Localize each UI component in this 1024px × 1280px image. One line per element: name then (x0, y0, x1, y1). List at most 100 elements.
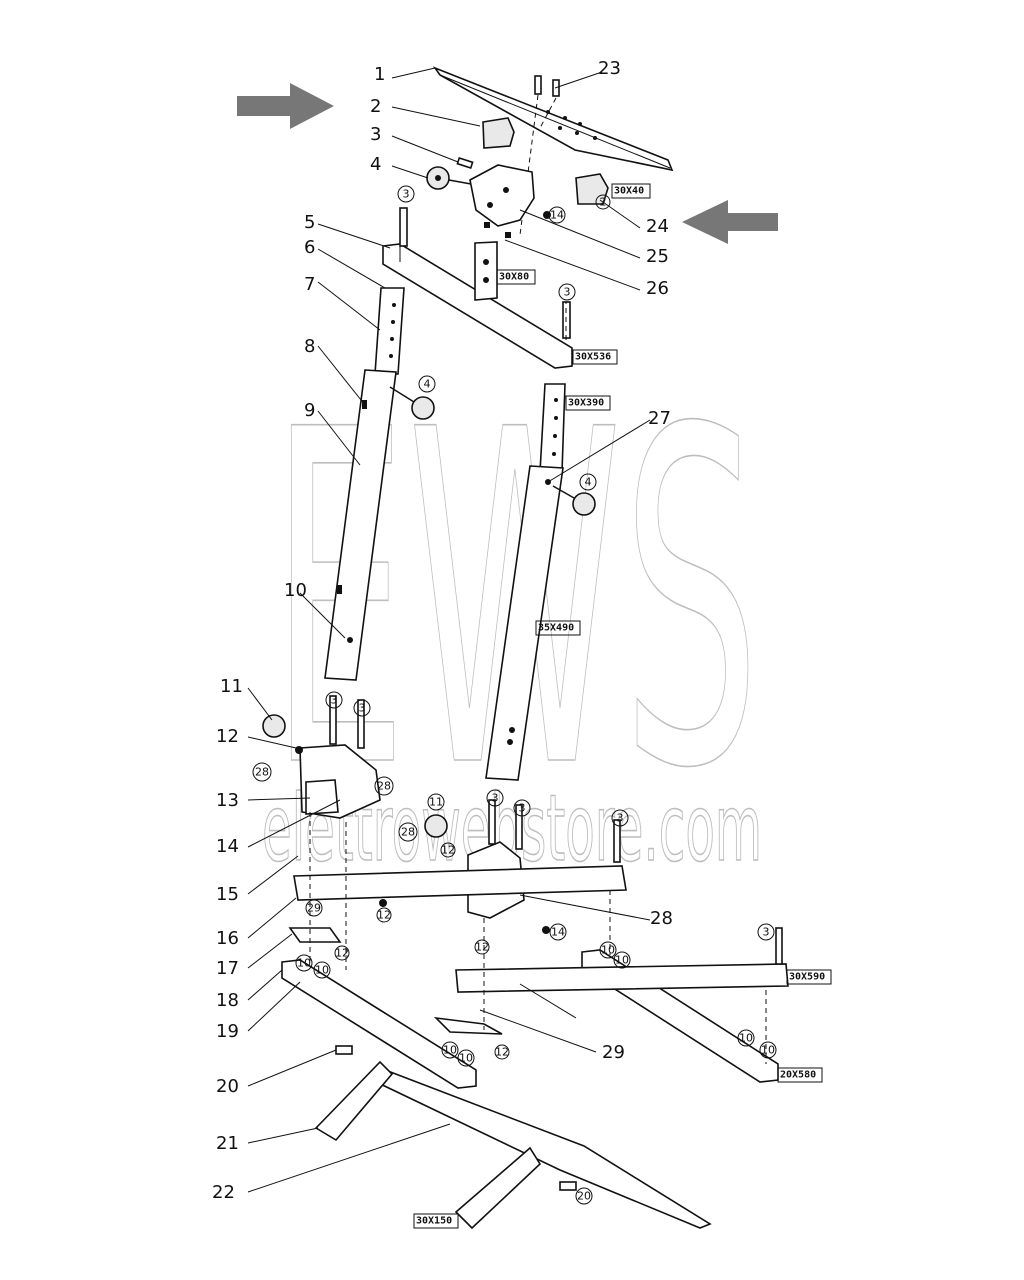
part-label-9: 9 (304, 400, 315, 421)
dimension-box: 30X80 (496, 269, 536, 285)
svg-text:14: 14 (550, 209, 564, 222)
part-label-27: 27 (648, 408, 671, 429)
circled-callout: 2 (595, 194, 611, 210)
part-label-22: 22 (212, 1182, 235, 1203)
foot-plate (433, 1016, 503, 1035)
dimension-box: 30X390 (565, 395, 611, 411)
base-tray (370, 1067, 712, 1229)
part-label-19: 19 (216, 1021, 239, 1042)
circled-callout: 10 (759, 1041, 777, 1059)
part-label-10: 10 (284, 580, 307, 601)
part-label-8: 8 (304, 336, 315, 357)
svg-text:20X580: 20X580 (780, 1070, 816, 1081)
svg-text:10: 10 (739, 1032, 753, 1045)
circled-callout: 3 (353, 699, 371, 717)
circled-callout: 28 (374, 776, 394, 796)
svg-text:10: 10 (443, 1044, 457, 1057)
dimension-box: 35X490 (535, 620, 581, 636)
svg-text:10: 10 (601, 944, 615, 957)
part-label-28: 28 (650, 908, 673, 929)
part-label-23: 23 (598, 58, 621, 79)
dimension-box: 30X590 (786, 969, 832, 985)
circled-callout: 3 (513, 799, 531, 817)
svg-text:3: 3 (403, 188, 410, 201)
right-outer-tube (485, 465, 564, 781)
svg-text:12: 12 (475, 941, 489, 954)
circled-callout: 10 (613, 951, 631, 969)
part-label-4: 4 (370, 154, 381, 175)
left-leg (281, 959, 477, 1089)
circled-callout: 10 (441, 1041, 459, 1059)
support-bracket (314, 1060, 394, 1142)
rubber-block (575, 173, 609, 205)
part-label-16: 16 (216, 928, 239, 949)
part-label-3: 3 (370, 124, 381, 145)
svg-text:30X40: 30X40 (614, 186, 644, 197)
part-label-7: 7 (304, 274, 315, 295)
part-label-18: 18 (216, 990, 239, 1011)
svg-text:29: 29 (307, 902, 321, 915)
svg-text:3: 3 (519, 802, 526, 815)
circled-callout: 12 (376, 907, 392, 923)
circled-callout: 28 (252, 762, 272, 782)
part-label-14: 14 (216, 836, 239, 857)
foot-plate (288, 927, 342, 943)
circled-callout: 3 (325, 691, 343, 709)
circled-callout: 3 (757, 923, 775, 941)
circled-callout: 12 (474, 939, 490, 955)
circled-callout: 12 (334, 945, 350, 961)
circled-callout: 10 (737, 1029, 755, 1047)
svg-text:28: 28 (255, 766, 269, 779)
direction-arrow-left (682, 200, 778, 244)
left-outer-tube (324, 369, 397, 681)
svg-text:28: 28 (401, 826, 415, 839)
direction-arrow-right (237, 83, 334, 129)
circled-callout: 4 (418, 375, 436, 393)
part-label-11: 11 (220, 676, 243, 697)
dimension-box: 30X536 (572, 349, 618, 365)
svg-text:3: 3 (564, 286, 571, 299)
part-label-1: 1 (374, 64, 385, 85)
support-bracket (454, 1146, 542, 1230)
leader-lines (247, 67, 651, 1193)
svg-text:3: 3 (763, 926, 770, 939)
circled-callout: 11 (427, 793, 445, 811)
svg-text:20: 20 (577, 1190, 591, 1203)
circled-callouts: 3 3 4 4 14 2 3 3 28 28 11 3 3 28 3 12 12… (252, 185, 777, 1205)
part-label-5: 5 (304, 212, 315, 233)
dimension-box: 20X580 (777, 1067, 823, 1083)
svg-text:12: 12 (377, 909, 391, 922)
part-label-26: 26 (646, 278, 669, 299)
circled-callout: 10 (457, 1049, 475, 1067)
part-label-25: 25 (646, 246, 669, 267)
svg-text:35X490: 35X490 (538, 623, 574, 634)
part-label-29: 29 (602, 1042, 625, 1063)
right-inner-upright (539, 383, 566, 473)
rubber-block (482, 117, 515, 149)
circled-callout: 3 (558, 283, 576, 301)
knob (572, 492, 596, 516)
circled-callout: 14 (549, 923, 567, 941)
circled-callout: 10 (295, 954, 313, 972)
part-label-21: 21 (216, 1133, 239, 1154)
svg-text:10: 10 (761, 1044, 775, 1057)
svg-text:12: 12 (441, 844, 455, 857)
circled-callout: 28 (398, 822, 418, 842)
circled-callout: 10 (599, 941, 617, 959)
front-crossbar (293, 865, 627, 901)
svg-text:10: 10 (615, 954, 629, 967)
part-label-17: 17 (216, 958, 239, 979)
circled-callout: 20 (575, 1187, 593, 1205)
circled-callout: 3 (611, 809, 629, 827)
svg-text:30X80: 30X80 (499, 272, 529, 283)
circled-callout: 4 (579, 473, 597, 491)
svg-text:3: 3 (331, 694, 338, 707)
circled-callout: 3 (486, 789, 504, 807)
rear-crossbar (455, 963, 789, 993)
circled-callout: 12 (440, 842, 456, 858)
center-stub (474, 241, 498, 301)
svg-text:4: 4 (585, 476, 592, 489)
tilt-bracket (469, 164, 535, 227)
svg-text:30X590: 30X590 (789, 972, 825, 983)
